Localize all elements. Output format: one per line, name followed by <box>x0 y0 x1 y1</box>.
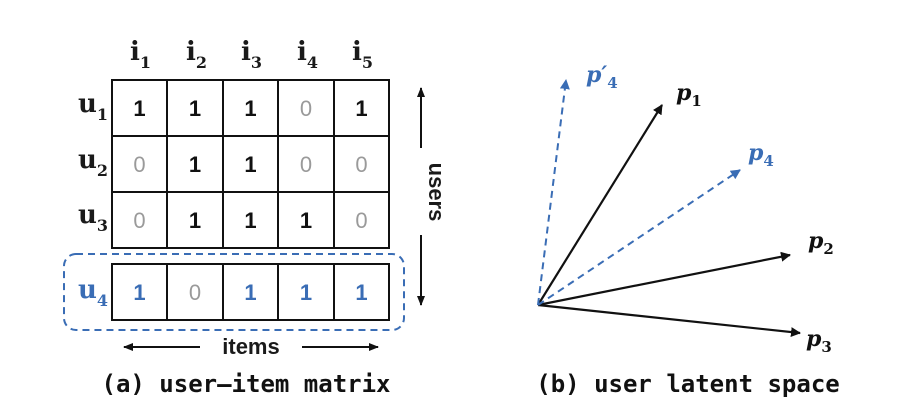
items-axis-label: items <box>222 334 279 359</box>
users-axis: users <box>417 87 449 306</box>
matrix-cells: 1 1 1 0 1 0 1 1 0 0 0 1 1 1 0 1 0 1 1 1 <box>133 96 367 305</box>
user-row-header-2: u2 <box>78 145 108 180</box>
item-header-3: i3 <box>241 37 262 72</box>
vector-p4-prime <box>537 79 570 306</box>
item-header-2: i2 <box>186 37 207 72</box>
matrix-grid-bottom <box>111 263 390 321</box>
items-axis: items <box>123 334 379 359</box>
label-p4: p4 <box>748 140 774 170</box>
label-p3: p3 <box>806 326 832 356</box>
matrix-cell-u1-i5: 1 <box>355 96 367 121</box>
matrix-cell-u4-i5: 1 <box>355 280 367 305</box>
matrix-cell-u1-i2: 1 <box>189 96 201 121</box>
item-header-5: i5 <box>352 37 373 72</box>
label-p2: p2 <box>808 228 834 258</box>
vector-p1 <box>537 104 663 306</box>
item-header-4: i4 <box>297 37 318 72</box>
user-row-header-1: u1 <box>78 89 108 124</box>
vector-p2 <box>537 251 791 307</box>
matrix-cell-u1-i3: 1 <box>244 96 256 121</box>
item-headers: i1 i2 i3 i4 i5 <box>130 37 373 72</box>
vector-p3 <box>537 303 801 338</box>
users-axis-label: users <box>424 163 449 222</box>
vector-p4 <box>537 169 741 306</box>
matrix-grid-top <box>111 79 390 249</box>
matrix-cell-u2-i3: 1 <box>244 152 256 177</box>
matrix-cell-u1-i1: 1 <box>133 96 145 121</box>
item-header-1: i1 <box>130 37 151 72</box>
matrix-cell-u3-i3: 1 <box>244 208 256 233</box>
latent-panel: p1 p2 p3 p4 p′4 (b) user latent space <box>536 62 839 398</box>
matrix-cell-u4-i2: 0 <box>189 280 201 305</box>
caption-b: (b) user latent space <box>536 370 839 398</box>
caption-a: (a) user–item matrix <box>102 370 391 398</box>
user-row-header-3: u3 <box>78 200 108 235</box>
matrix-cell-u3-i4: 1 <box>300 208 312 233</box>
matrix-cell-u2-i2: 1 <box>189 152 201 177</box>
matrix-cell-u4-i1: 1 <box>133 280 145 305</box>
matrix-cell-u3-i5: 0 <box>355 208 367 233</box>
label-p4-prime: p′4 <box>586 62 618 92</box>
user-row-headers: u1 u2 u3 u4 <box>78 89 108 310</box>
matrix-cell-u4-i4: 1 <box>300 280 312 305</box>
label-p1: p1 <box>676 80 702 110</box>
matrix-panel: i1 i2 i3 i4 i5 u1 u2 u3 u4 <box>63 37 449 398</box>
matrix-cell-u4-i3: 1 <box>244 280 256 305</box>
matrix-cell-u3-i1: 0 <box>133 208 145 233</box>
matrix-cell-u1-i4: 0 <box>300 96 312 121</box>
user-row-header-4: u4 <box>78 275 108 310</box>
matrix-cell-u2-i1: 0 <box>133 152 145 177</box>
highlight-box-u4 <box>63 253 405 331</box>
matrix-cell-u2-i5: 0 <box>355 152 367 177</box>
matrix-cell-u2-i4: 0 <box>300 152 312 177</box>
matrix-cell-u3-i2: 1 <box>189 208 201 233</box>
